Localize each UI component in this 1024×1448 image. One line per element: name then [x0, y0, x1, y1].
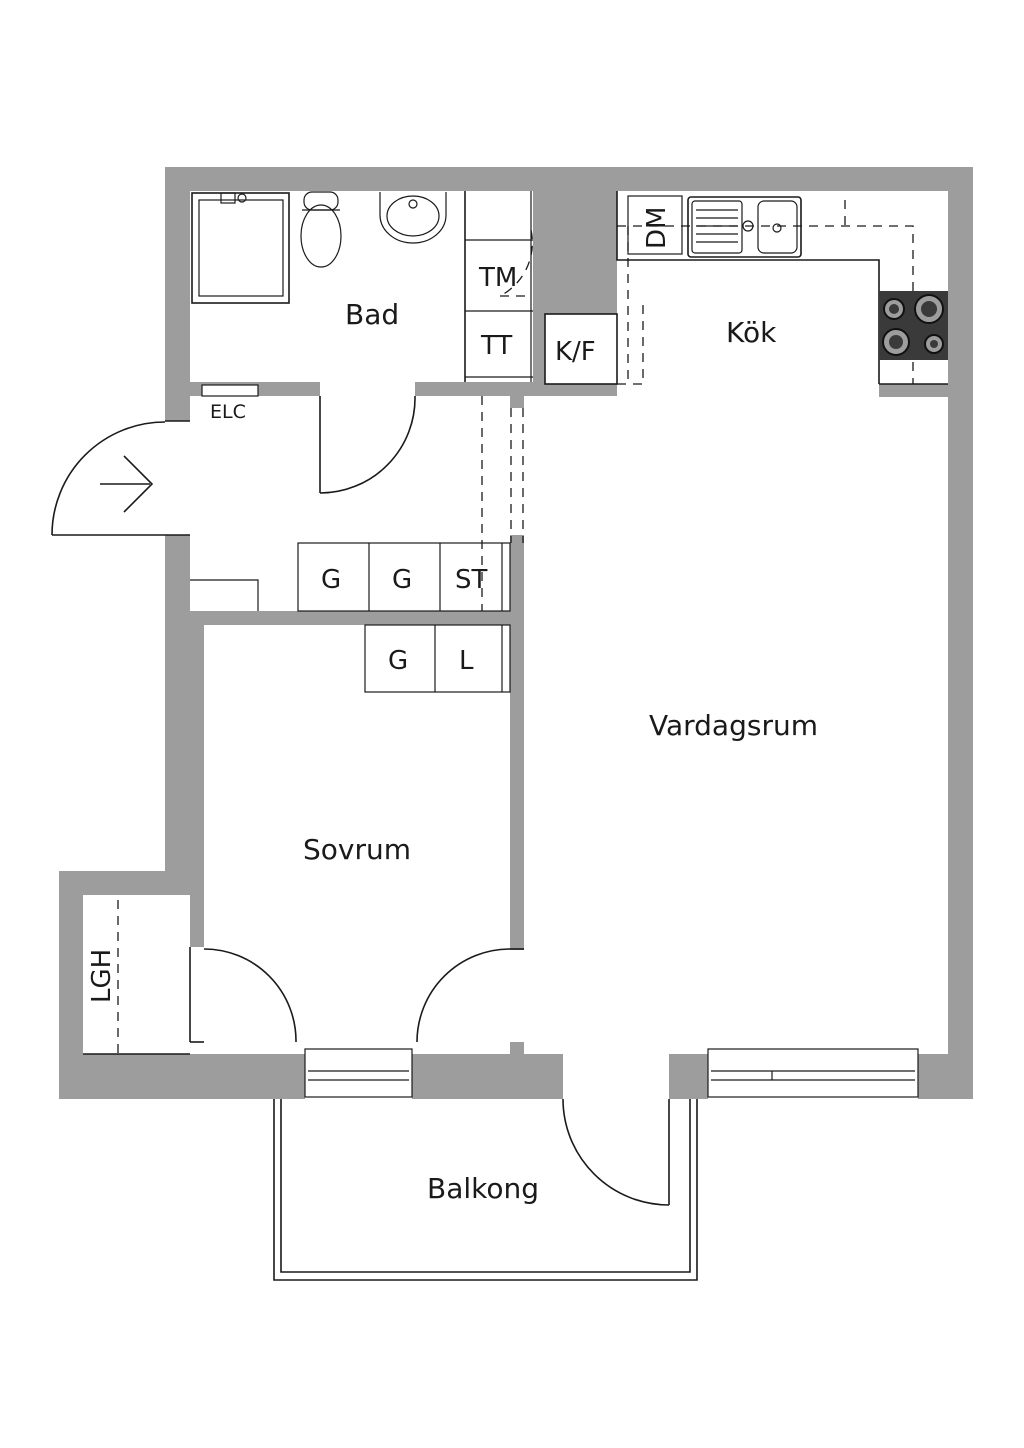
- label-tm: TM: [478, 263, 517, 293]
- wall-hall-stub: [510, 396, 524, 408]
- label-tt: TT: [480, 331, 512, 361]
- label-elc: ELC: [210, 401, 246, 423]
- fridge-door-line: [617, 300, 644, 385]
- wall-bottom-3: [669, 1054, 708, 1099]
- shower: [191, 192, 290, 304]
- shower-tray: [198, 199, 284, 297]
- balcony: [273, 1099, 698, 1281]
- balcony-rail-outer: [273, 1099, 698, 1281]
- burner: [889, 304, 899, 314]
- elc-panel: [201, 384, 259, 397]
- wall-bottom-2: [412, 1054, 563, 1099]
- label-l: L: [459, 646, 474, 676]
- balcony-door-swing: [562, 1098, 670, 1206]
- wall-bath-hall-2: [415, 382, 617, 396]
- shaft-lower: [533, 314, 545, 382]
- sink-bowl: [386, 195, 440, 237]
- labels: Bad Kök Vardagsrum Sovrum Balkong TM TT …: [87, 207, 818, 1205]
- burner: [889, 335, 903, 349]
- window-living: [707, 1048, 919, 1098]
- walls: [59, 167, 973, 1099]
- wall-bottom-1: [59, 1054, 305, 1099]
- wall-top: [165, 167, 973, 191]
- hall-shelf: [190, 579, 259, 611]
- entrance-door: [51, 420, 190, 536]
- balcony-rail-inner: [280, 1099, 691, 1273]
- wall-left-upper: [165, 167, 190, 421]
- windows: [304, 1048, 919, 1098]
- room-label-sovrum: Sovrum: [303, 833, 411, 866]
- wall-hall-bedroom: [190, 611, 524, 625]
- living-door-swing: [416, 948, 511, 1043]
- kitchen-sink-bowl: [757, 200, 798, 254]
- bedroom-door-swing: [203, 948, 297, 1043]
- bedroom-wardrobe-row: [364, 624, 511, 693]
- hall-fixtures: [83, 384, 524, 1055]
- dishwasher: [627, 195, 683, 255]
- label-kf: K/F: [555, 337, 596, 367]
- kitchen-sink-drainboard: [691, 200, 743, 254]
- label-g2: G: [392, 565, 412, 595]
- room-label-bad: Bad: [345, 298, 399, 331]
- wall-bedroom-living: [510, 535, 524, 950]
- window-bedroom: [304, 1048, 413, 1098]
- room-label-vardagsrum: Vardagsrum: [649, 709, 818, 742]
- doors: [51, 395, 670, 1206]
- shaft: [533, 191, 617, 314]
- entrance-door-swing: [51, 421, 166, 536]
- arrow-right-icon: [100, 455, 154, 513]
- fridge-freezer: [544, 313, 618, 385]
- sink: [379, 192, 447, 244]
- stove-burners: [882, 294, 944, 356]
- kitchen-fixtures: [544, 191, 948, 385]
- living-door: [416, 948, 524, 1043]
- room-label-kok: Kök: [726, 316, 777, 349]
- toilet-bowl: [300, 204, 342, 268]
- wall-kitchen-stub: [879, 384, 948, 397]
- bathroom-fixtures: [191, 191, 534, 382]
- wall-bedroom-living-stub: [510, 1042, 524, 1054]
- bedroom-door: [189, 947, 297, 1043]
- room-label-balkong: Balkong: [427, 1172, 539, 1205]
- label-st: ST: [455, 565, 488, 595]
- label-g1: G: [321, 565, 341, 595]
- wall-bedroom-west: [190, 625, 204, 947]
- kitchen-sink: [687, 196, 802, 258]
- burner: [921, 301, 937, 317]
- bathroom-door: [319, 395, 416, 494]
- shower-mixer: [220, 192, 236, 204]
- tm-door-swing: [499, 229, 534, 297]
- wall-right: [948, 167, 973, 1099]
- wall-bottom-4: [918, 1054, 973, 1099]
- label-g3: G: [388, 646, 408, 676]
- hall-wardrobe-row: [297, 542, 511, 612]
- sink-drain: [408, 199, 418, 209]
- balcony-door: [562, 1098, 670, 1206]
- wall-left-lower: [165, 535, 190, 872]
- kitchen-drain: [772, 223, 782, 233]
- burner: [930, 340, 938, 348]
- toilet-tank: [303, 191, 339, 211]
- arrow-head: [123, 455, 154, 513]
- shower-head: [237, 193, 247, 203]
- label-dm: DM: [642, 207, 672, 249]
- bathroom-door-swing: [319, 395, 416, 494]
- label-lgh: LGH: [87, 949, 117, 1003]
